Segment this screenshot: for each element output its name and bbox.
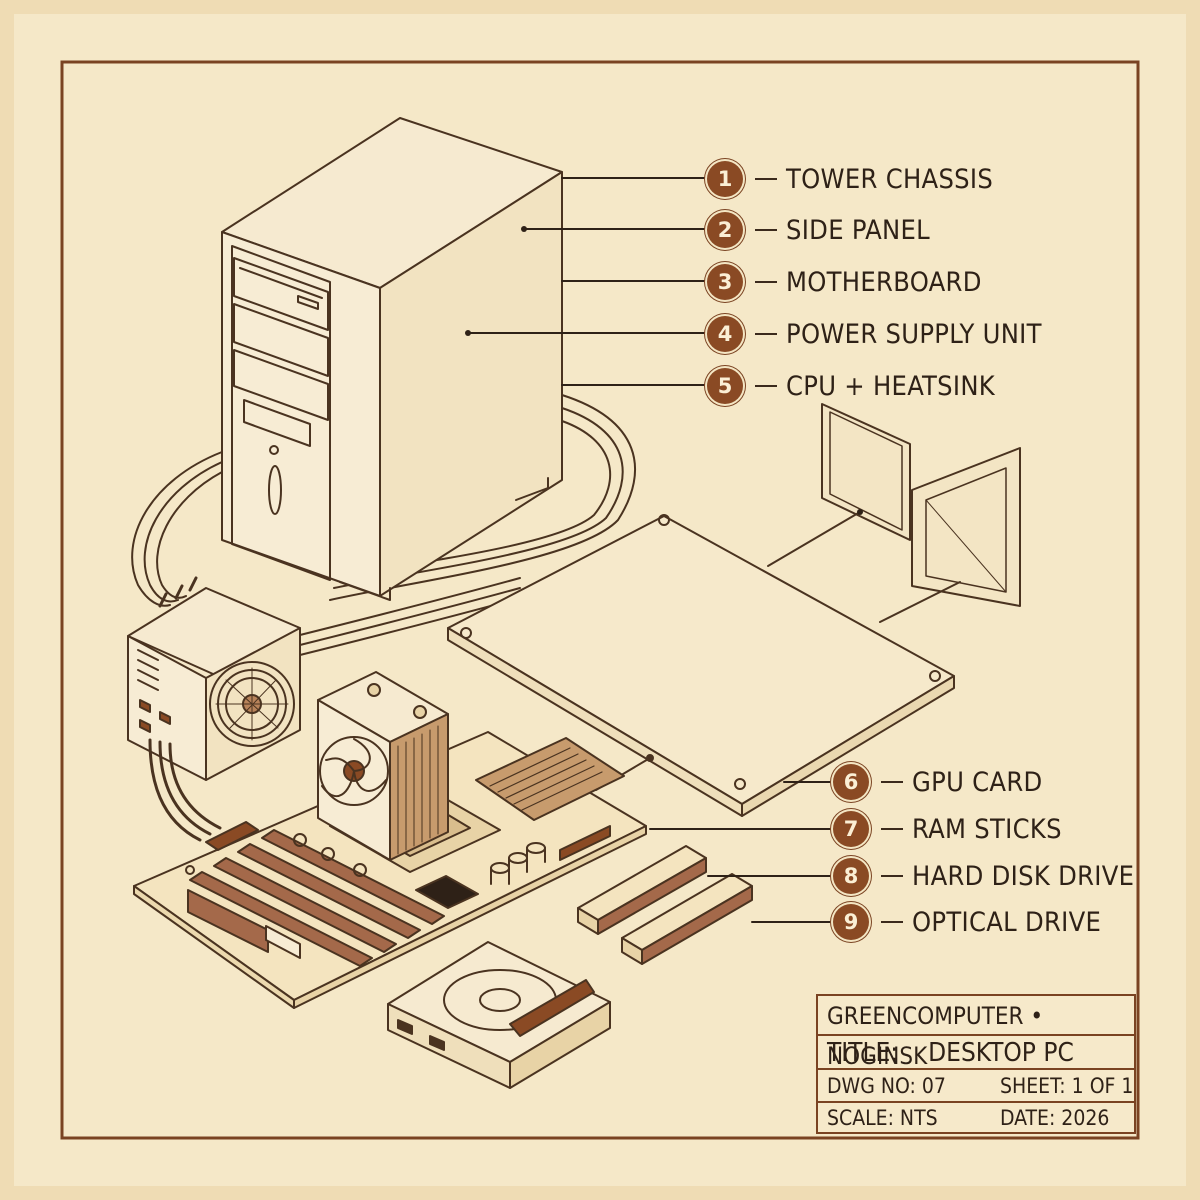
callout-number: 2 <box>707 212 743 248</box>
callout-8: 8 HARD DISK DRIVE <box>833 856 1134 896</box>
callout-dash <box>755 333 777 335</box>
callout-number: 3 <box>707 264 743 300</box>
callout-7: 7 RAM STICKS <box>833 809 1062 849</box>
callout-4: 4 POWER SUPPLY UNIT <box>707 314 1042 354</box>
callout-label: SIDE PANEL <box>786 214 930 246</box>
callout-2: 2 SIDE PANEL <box>707 210 930 250</box>
callout-dash <box>881 921 903 923</box>
callout-dash <box>881 781 903 783</box>
callout-number: 8 <box>833 858 869 894</box>
leader-lines <box>467 177 835 923</box>
callout-1: 1 TOWER CHASSIS <box>707 159 993 199</box>
power-supply-unit <box>127 587 301 842</box>
callout-dash <box>881 828 903 830</box>
title-block-company: GREENCOMPUTER • NOGINSK <box>818 996 1134 1070</box>
cpu-heatsink <box>317 671 449 861</box>
callout-number: 7 <box>833 811 869 847</box>
callout-3: 3 MOTHERBOARD <box>707 262 982 302</box>
callout-label: CPU + HEATSINK <box>786 370 996 402</box>
title-block-row-3: DWG NO: 07 SHEET: 1 OF 1 <box>818 1070 1134 1103</box>
sheet-number: SHEET: 1 OF 1 <box>1000 1074 1134 1098</box>
callout-5: 5 CPU + HEATSINK <box>707 366 995 406</box>
ram-sticks <box>577 845 753 965</box>
callout-9: 9 OPTICAL DRIVE <box>833 902 1101 942</box>
side-panel <box>767 403 1021 623</box>
title-block: GREENCOMPUTER • NOGINSK TITLE: DESKTOP PC… <box>816 994 1136 1134</box>
drawing-border <box>60 60 1140 1140</box>
callout-label: HARD DISK DRIVE <box>912 860 1135 892</box>
hard-disk-drive <box>387 941 611 1089</box>
callout-dash <box>881 875 903 877</box>
callout-label: RAM STICKS <box>912 813 1062 845</box>
title-block-title-row: TITLE: DESKTOP PC <box>818 1036 1134 1070</box>
callout-dash <box>755 229 777 231</box>
callout-number: 5 <box>707 368 743 404</box>
callout-number: 4 <box>707 316 743 352</box>
callout-number: 6 <box>833 764 869 800</box>
tower-chassis <box>221 117 563 601</box>
callout-number: 9 <box>833 904 869 940</box>
callout-number: 1 <box>707 161 743 197</box>
title-value: DESKTOP PC <box>928 1038 1074 1068</box>
callout-dash <box>755 178 777 180</box>
callout-label: TOWER CHASSIS <box>786 163 994 195</box>
title-label: TITLE: <box>827 1038 899 1068</box>
callout-label: OPTICAL DRIVE <box>912 906 1102 938</box>
callout-dash <box>755 281 777 283</box>
dwg-no: DWG NO: 07 <box>827 1074 946 1098</box>
date: DATE: 2026 <box>1000 1106 1110 1130</box>
callout-label: GPU CARD <box>912 766 1043 798</box>
motherboard <box>133 731 647 1009</box>
callout-dash <box>755 385 777 387</box>
callout-6: 6 GPU CARD <box>833 762 1043 802</box>
callout-label: MOTHERBOARD <box>786 266 982 298</box>
scale: SCALE: NTS <box>827 1106 938 1130</box>
title-block-row-4: SCALE: NTS DATE: 2026 <box>818 1103 1134 1134</box>
callout-label: POWER SUPPLY UNIT <box>786 318 1042 350</box>
